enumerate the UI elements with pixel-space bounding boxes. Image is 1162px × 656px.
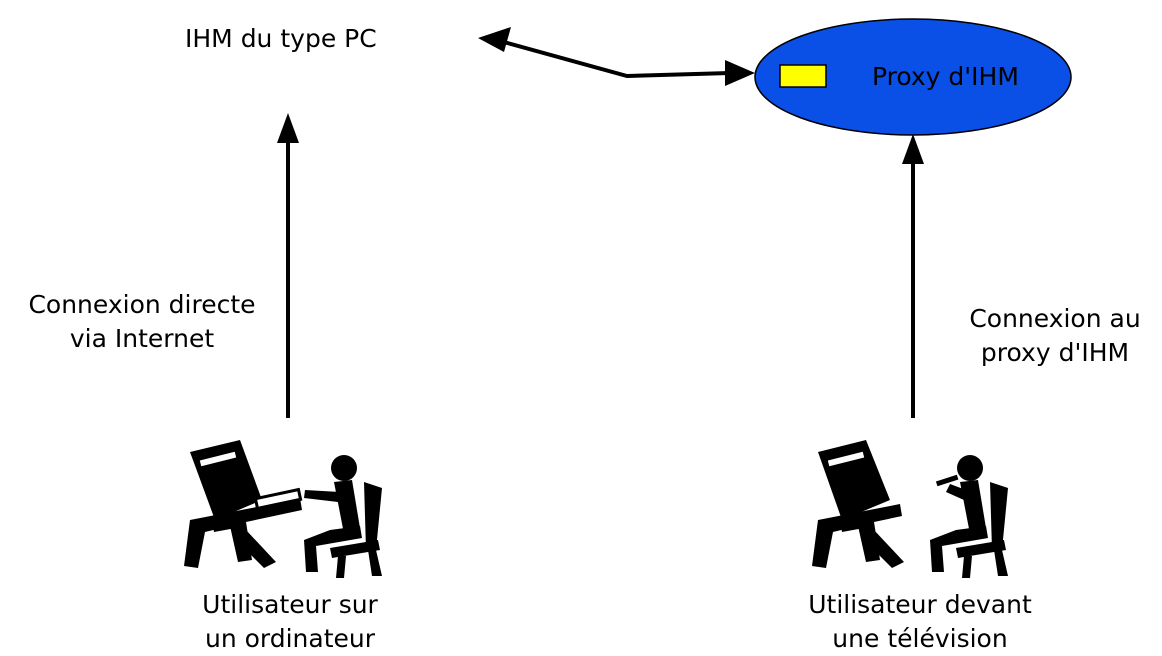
tv-user-caption-line: une télévision	[832, 624, 1008, 653]
computer-user-caption-line: un ordinateur	[204, 624, 376, 653]
arrowhead-right-icon	[725, 60, 755, 86]
proxy-connection-label-line: proxy d'IHM	[980, 338, 1130, 367]
proxy-connection-arrow	[902, 134, 924, 418]
tv-user-caption-line: Utilisateur devant	[808, 590, 1032, 619]
proxy-node-label: Proxy d'IHM	[872, 62, 1019, 91]
pc-proxy-connector	[478, 27, 755, 86]
arrowhead-left-icon	[478, 27, 511, 52]
computer-user-caption: Utilisateur sur un ordinateur	[175, 588, 405, 656]
proxy-connection-label: Connexion au proxy d'IHM	[955, 302, 1155, 370]
ihm-pc-node-label: IHM du type PC	[185, 24, 377, 53]
tv-user-caption: Utilisateur devant une télévision	[775, 588, 1065, 656]
proxy-node	[754, 18, 1072, 136]
proxy-connection-label-line: Connexion au	[969, 304, 1141, 333]
direct-connection-label-line: Connexion directe	[28, 290, 256, 319]
person-at-computer-icon	[184, 440, 382, 578]
direct-connection-label: Connexion directe via Internet	[8, 288, 276, 356]
computer-user-caption-line: Utilisateur sur	[202, 590, 378, 619]
direct-connection-arrow	[277, 113, 299, 418]
arrowhead-up-icon	[902, 134, 924, 164]
direct-connection-label-line: via Internet	[69, 324, 215, 353]
person-watching-tv-icon	[812, 440, 1008, 578]
arrowhead-up-icon	[277, 113, 299, 143]
proxy-chip-icon	[779, 64, 827, 88]
